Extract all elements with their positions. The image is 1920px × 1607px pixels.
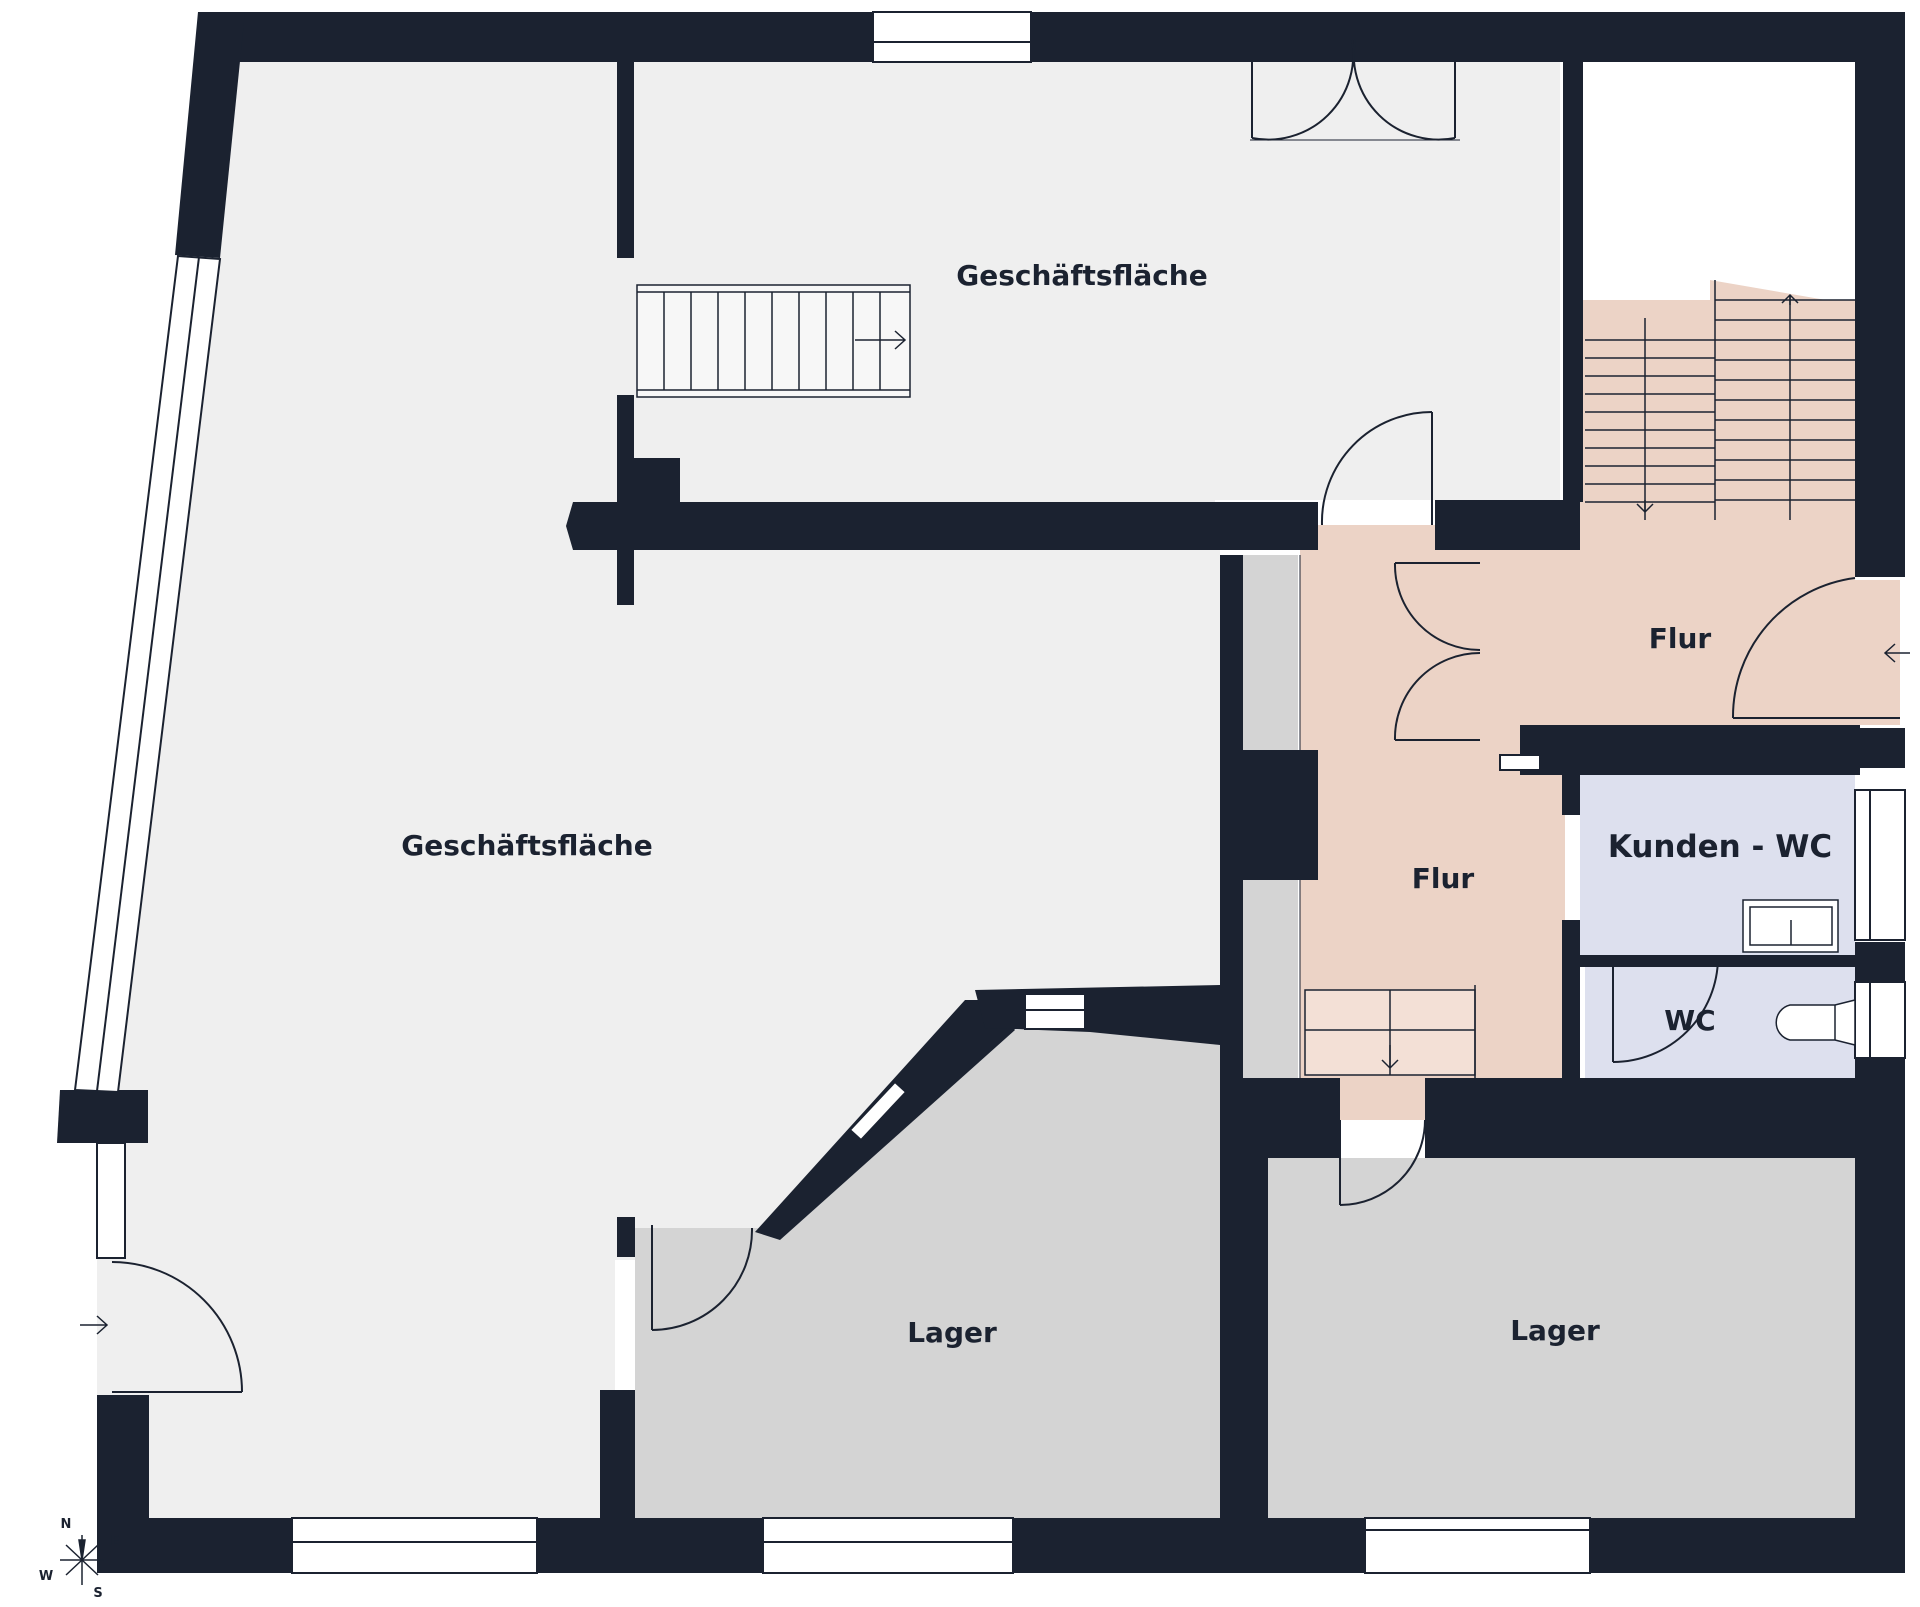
wall-west-upper xyxy=(175,12,245,258)
wall-interior-block xyxy=(630,458,680,508)
stairs xyxy=(636,280,1856,1080)
sink xyxy=(1742,899,1839,953)
window-south-2 xyxy=(762,1517,1014,1574)
door-east-entrance[interactable] xyxy=(1731,577,1900,719)
entrance-arrow-west xyxy=(80,1315,109,1335)
wall-east-2 xyxy=(1855,728,1905,768)
label-geschaeftsflaeche-haupt: Geschäftsfläche xyxy=(401,829,652,862)
label-geschaeftsflaeche-oben: Geschäftsfläche xyxy=(956,259,1207,292)
floor-niche-2 xyxy=(1243,880,1298,1080)
wall-wc-west xyxy=(1562,770,1580,815)
door-hall-top[interactable] xyxy=(1320,411,1433,526)
floor-areas xyxy=(97,60,1900,1518)
label-lager-links: Lager xyxy=(907,1316,997,1349)
toilet xyxy=(1775,999,1856,1046)
entrance-arrow-east xyxy=(1883,643,1910,663)
wall-hall-south-2 xyxy=(1425,1078,1905,1158)
wall-inner-east-top xyxy=(1563,62,1583,502)
window-lager-north xyxy=(1024,993,1086,1030)
door-lager-rechts[interactable] xyxy=(1339,1119,1426,1206)
compass-w: W xyxy=(39,1569,53,1584)
wall-lager-west-2 xyxy=(600,1390,635,1520)
wall-storage-divider xyxy=(1220,1155,1268,1520)
compass: N E S W xyxy=(39,1517,120,1601)
wall-interior-horizontal xyxy=(566,502,1318,550)
window-lager-slant xyxy=(848,1080,908,1142)
stair-stairwell xyxy=(1585,280,1855,520)
compass-rose-icon xyxy=(60,1535,104,1585)
door-north-double[interactable] xyxy=(1250,39,1460,141)
label-flur-mitte: Flur xyxy=(1412,862,1475,895)
doors xyxy=(80,39,1910,1393)
wall-east xyxy=(1855,12,1905,577)
wall-hall-block xyxy=(1243,750,1318,880)
wall-west-bottom xyxy=(97,1395,149,1573)
room-labels: Geschäftsfläche Geschäftsfläche Flur Flu… xyxy=(401,259,1832,1349)
wall-wc-west-2 xyxy=(1562,920,1580,1080)
floor-niche-1 xyxy=(1243,555,1298,750)
floor-lager-rechts xyxy=(1268,1158,1855,1518)
stair-sales xyxy=(636,284,911,398)
wall-passage-left xyxy=(1325,1078,1340,1120)
label-kunden-wc: Kunden - WC xyxy=(1608,829,1832,865)
wall-hall-south xyxy=(1220,1078,1340,1158)
wall-interior-top-pillar xyxy=(617,62,634,258)
wall-lager-west xyxy=(617,1217,635,1257)
door-wc[interactable] xyxy=(1612,957,1719,1063)
wall-wc-north xyxy=(1520,725,1860,775)
door-flur-double[interactable] xyxy=(1393,562,1481,741)
compass-n: N xyxy=(61,1517,72,1532)
window-east-wc-2 xyxy=(1854,981,1906,1059)
windows xyxy=(73,11,1906,1574)
label-flur-oben: Flur xyxy=(1649,622,1712,655)
compass-s: S xyxy=(93,1586,102,1601)
window-south-3 xyxy=(1364,1517,1591,1574)
door-lager-links[interactable] xyxy=(651,1225,754,1331)
label-wc: WC xyxy=(1664,1004,1715,1037)
wall-west-lower xyxy=(57,1090,148,1143)
compass-e: E xyxy=(111,1534,120,1549)
wall-stair-bottom xyxy=(1435,500,1580,550)
door-west-entrance[interactable] xyxy=(111,1261,243,1393)
window-hall-small xyxy=(1499,754,1541,771)
stair-hall xyxy=(1299,555,1476,1080)
wall-hall-west xyxy=(1220,555,1243,1080)
wall-lager-slant xyxy=(755,1000,1015,1240)
floor-lager-links xyxy=(635,1030,1220,1518)
window-west-entrance xyxy=(96,1142,126,1259)
window-south-1 xyxy=(291,1517,538,1574)
label-lager-rechts: Lager xyxy=(1510,1314,1600,1347)
window-north-1 xyxy=(872,11,1032,63)
window-east-wc xyxy=(1854,789,1906,941)
wall-east-3 xyxy=(1855,942,1905,982)
wall-interior-top-pillar-2 xyxy=(617,395,634,605)
floor-geschaeftsflaeche-main xyxy=(108,60,1560,1518)
floor-flur-passage xyxy=(1340,1075,1425,1120)
